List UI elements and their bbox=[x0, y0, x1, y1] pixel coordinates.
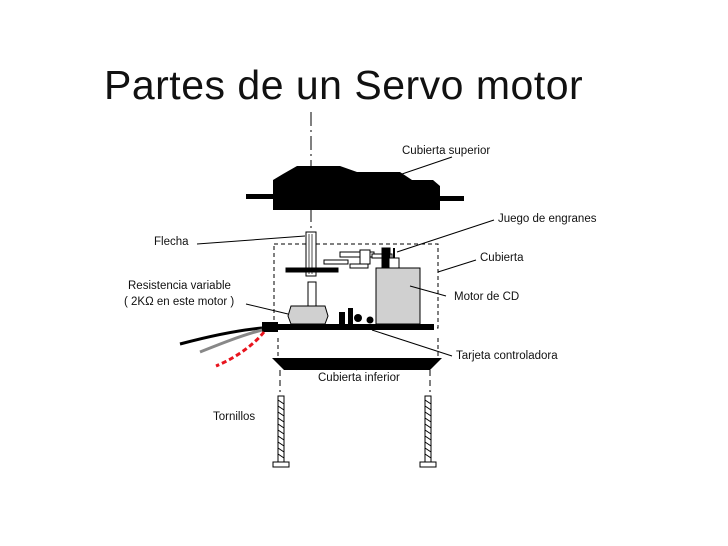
label-dc-motor: Motor de CD bbox=[454, 291, 520, 303]
bottom-cover-part bbox=[272, 358, 442, 370]
shaft-part bbox=[305, 231, 317, 277]
leader-lines bbox=[196, 156, 495, 371]
servo-wires bbox=[179, 326, 266, 368]
label-gears: Juego de engranes bbox=[498, 213, 597, 225]
screw-right-part bbox=[419, 395, 437, 468]
page-title: Partes de un Servo motor bbox=[104, 62, 584, 108]
label-variable-resistor-line2: ( 2KΩ en este motor ) bbox=[124, 296, 235, 308]
label-shaft: Flecha bbox=[154, 236, 189, 248]
gear-set-part bbox=[285, 247, 393, 273]
board-components bbox=[339, 308, 374, 324]
control-board-part bbox=[262, 324, 434, 330]
top-cover-part bbox=[246, 166, 464, 210]
screw-left-part bbox=[272, 395, 290, 468]
label-case: Cubierta bbox=[480, 252, 524, 264]
label-control-board: Tarjeta controladora bbox=[456, 350, 558, 362]
label-screws: Tornillos bbox=[213, 411, 256, 423]
variable-resistor-part bbox=[287, 281, 329, 325]
label-variable-resistor-line1: Resistencia variable bbox=[128, 280, 231, 292]
label-top-cover: Cubierta superior bbox=[402, 145, 491, 157]
label-bottom-cover: Cubierta inferior bbox=[318, 372, 400, 384]
